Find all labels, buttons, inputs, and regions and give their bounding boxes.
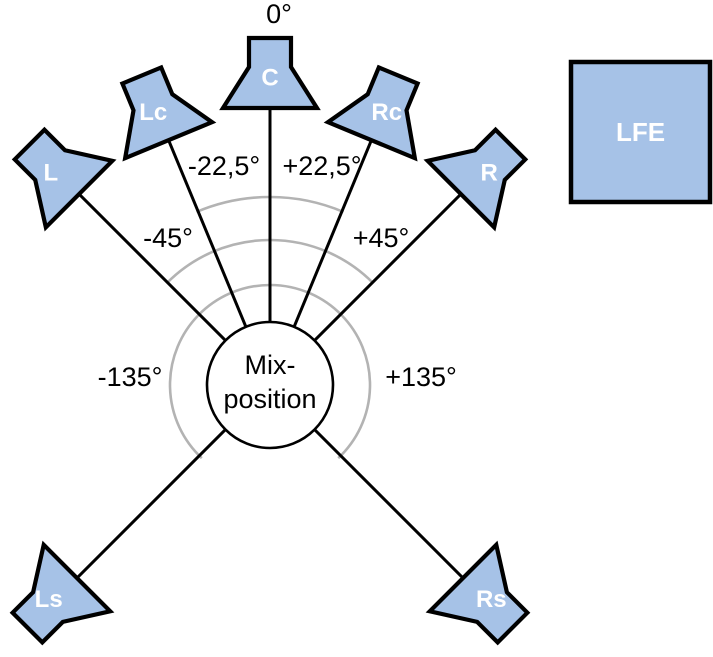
angle-label-deg-plus-135: +135° [385, 362, 457, 392]
angle-label-deg-minus-45: -45° [143, 223, 193, 253]
speaker-label-R: R [481, 159, 498, 186]
speaker-icon-R [423, 126, 529, 232]
lfe-box [568, 59, 713, 205]
speaker-label-C: C [261, 65, 278, 92]
speaker-Rc [323, 64, 421, 162]
speaker-label-Rc: Rc [371, 99, 402, 126]
speaker-L [11, 126, 117, 232]
speaker-Ls [9, 540, 115, 646]
speaker-R [423, 126, 529, 232]
angle-label-deg-0: 0° [266, 0, 292, 29]
speaker-icon-L [11, 126, 117, 232]
speaker-icon-C [219, 35, 321, 111]
speaker-label-Lc: Lc [139, 99, 167, 126]
angle-label-deg-minus-225: -22,5° [188, 151, 260, 181]
speaker-label-Ls: Ls [35, 586, 63, 613]
speaker-Rs [425, 540, 531, 646]
mix-position-circle [205, 320, 335, 450]
angle-label-deg-plus-45: +45° [353, 223, 410, 253]
speaker-label-L: L [43, 159, 58, 186]
speaker-icon-Rs [425, 540, 531, 646]
speaker-label-Rs: Rs [476, 586, 507, 613]
angle-label-deg-minus-135: -135° [98, 362, 163, 392]
speaker-icon-Rc [323, 64, 421, 162]
speaker-Lc [119, 64, 217, 162]
mix-position-label-line-2: position [223, 384, 316, 414]
lfe-label: LFE [616, 117, 665, 147]
mix-position-label-line-1: Mix- [245, 350, 296, 380]
speaker-icon-Lc [119, 64, 217, 162]
speaker-C [219, 35, 321, 111]
speaker-icon-Ls [9, 540, 115, 646]
angle-label-deg-plus-225: +22,5° [282, 151, 361, 181]
